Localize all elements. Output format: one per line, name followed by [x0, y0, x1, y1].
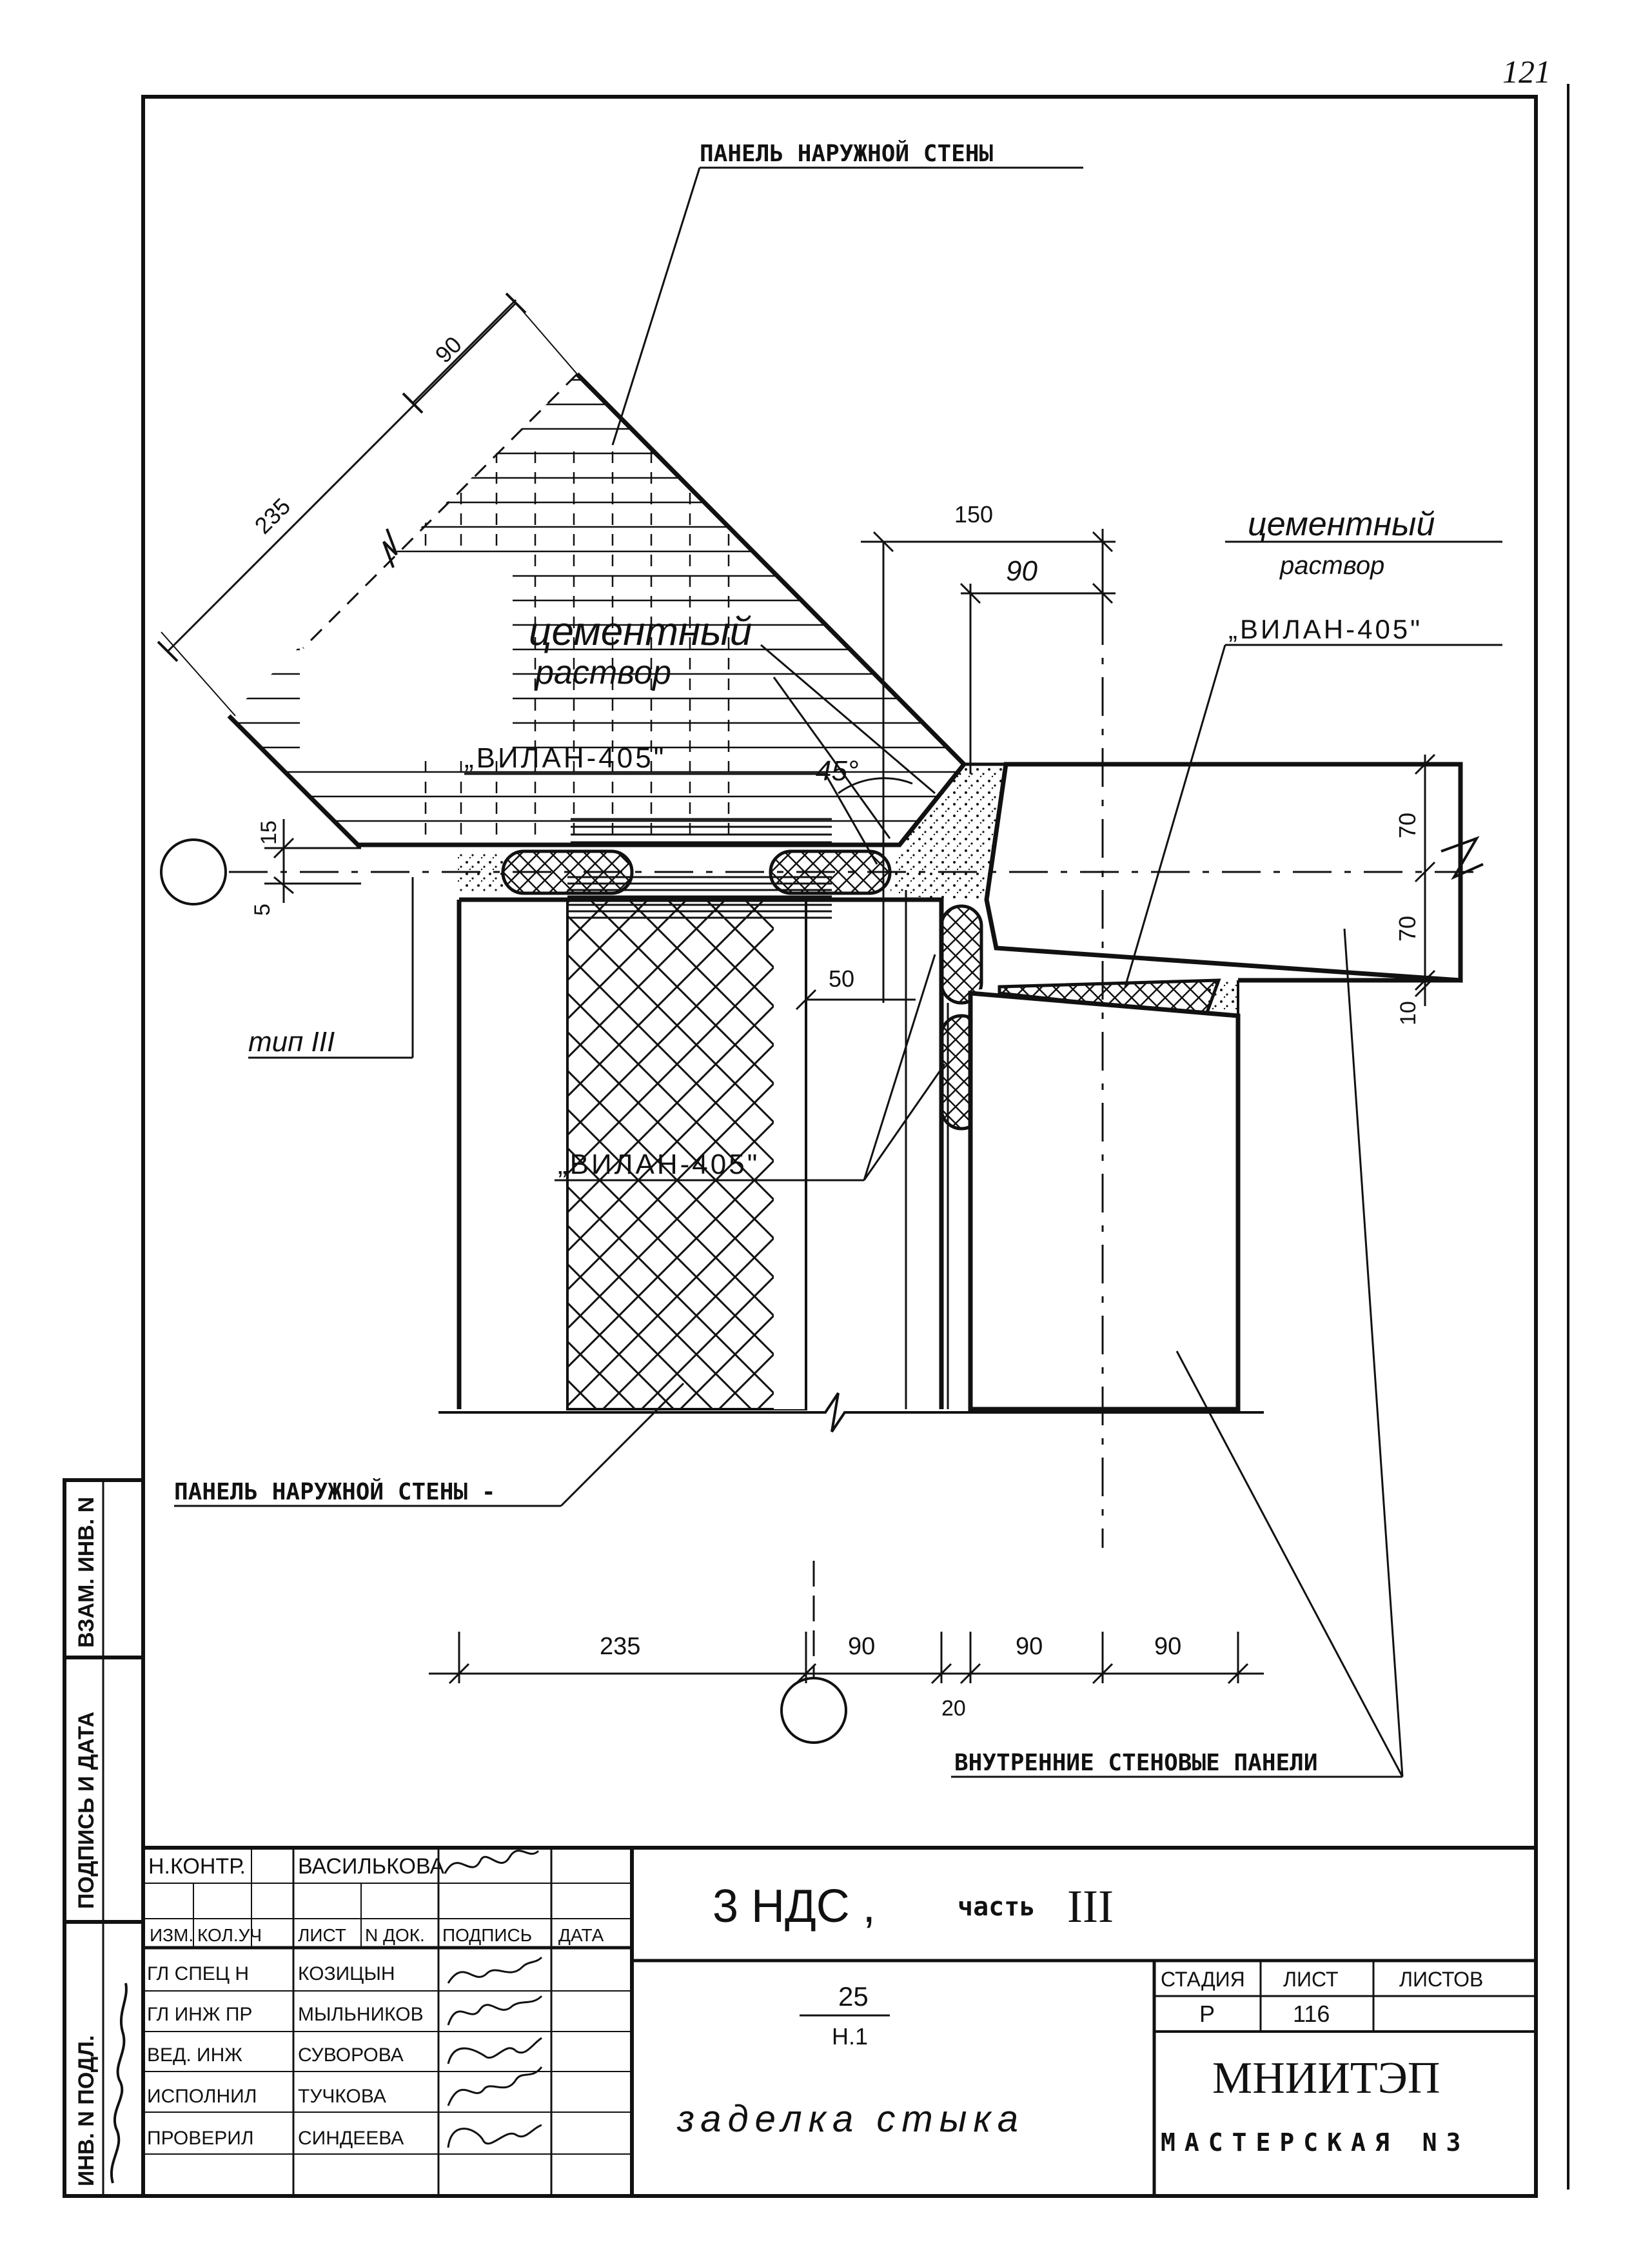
tb-signer-name-5: СИНДЕЕВА	[298, 2128, 404, 2149]
tb-sheet-title: заделка стыка	[676, 2098, 1025, 2140]
dimension-lines	[264, 529, 1436, 1685]
tb-header-list: ЛИСТ	[298, 1925, 346, 1945]
tb-signer-name-4: ТУЧКОВА	[298, 2086, 386, 2107]
dim-bottom-90-c: 90	[1154, 1633, 1181, 1660]
label-vilan-left: „ВИЛАН-405"	[464, 742, 666, 774]
tb-code-bottom: Н.1	[832, 2023, 868, 2050]
frame	[63, 84, 1569, 2198]
bottom-break-line	[438, 1392, 1264, 1433]
label-angle: 45°	[816, 755, 859, 787]
tb-signer-role-1: ГЛ СПЕЦ Н	[147, 1963, 249, 1984]
axis-marker-left	[160, 838, 227, 905]
tb-header-ndok: N ДОК.	[365, 1925, 425, 1945]
tb-project: 3 НДС ,	[713, 1881, 876, 1932]
label-type: тип III	[248, 1026, 335, 1058]
tb-signer-name-2: МЫЛЬНИКОВ	[298, 2004, 424, 2025]
tb-signer-role-4: ИСПОЛНИЛ	[147, 2086, 257, 2107]
title-block: Н.КОНТР. ВАСИЛЬКОВА ИЗМ. КОЛ.УЧ ЛИСТ N Д…	[143, 1846, 1536, 2196]
tb-header-podpis: ПОДПИСЬ	[442, 1925, 532, 1945]
tb-part-num: III	[1067, 1881, 1114, 1932]
tb-nkontr-name: ВАСИЛЬКОВА	[298, 1854, 445, 1879]
axis-marker-bottom	[780, 1677, 847, 1744]
dim-90-diag: 90	[430, 331, 467, 368]
tb-workshop: МАСТЕРСКАЯ N3	[1161, 2128, 1470, 2157]
tb-signer-role-3: ВЕД. ИНЖ	[147, 2044, 242, 2066]
stamp-inv-podl: ИНВ. N ПОДЛ.	[74, 2035, 99, 2186]
outer-panel-bottom	[457, 818, 944, 1410]
dim-150: 150	[954, 501, 993, 528]
dim-bottom-90-b: 90	[1016, 1633, 1043, 1660]
tb-sheet-header: ЛИСТ	[1283, 1968, 1339, 1991]
label-vilan-mid: „ВИЛАН-405"	[558, 1149, 760, 1180]
inner-panels	[968, 762, 1484, 1412]
dim-bottom-20: 20	[941, 1696, 966, 1721]
tb-code-top: 25	[838, 1981, 869, 2012]
label-cement-left-2: раствор	[534, 654, 671, 691]
label-vilan-right: „ВИЛАН-405"	[1228, 614, 1422, 644]
page-number: 121	[1502, 54, 1551, 90]
tb-signer-role-5: ПРОВЕРИЛ	[147, 2128, 254, 2149]
dim-5: 5	[250, 904, 275, 916]
tb-header-data: ДАТА	[558, 1925, 604, 1945]
label-outer-panel-bottom: ПАНЕЛЬ НАРУЖНОЙ СТЕНЫ -	[174, 1478, 496, 1505]
tb-signer-name-3: СУВОРОВА	[298, 2044, 404, 2066]
mortar-wedge	[890, 764, 1006, 900]
dim-15: 15	[257, 820, 281, 845]
tb-signature-nkontr	[444, 1850, 540, 1874]
stamp-vzam-inv: ВЗАМ. ИНВ. N	[74, 1497, 99, 1648]
tb-stage-header: СТАДИЯ	[1161, 1968, 1245, 1991]
dim-90-top: 90	[1006, 555, 1037, 587]
leader-lines	[174, 166, 1502, 1778]
label-inner-panels: ВНУТРЕННИЕ СТЕНОВЫЕ ПАНЕЛИ	[954, 1750, 1318, 1776]
tb-signer-name-1: КОЗИЦЫН	[298, 1963, 395, 1984]
label-outer-panel-top: ПАНЕЛЬ НАРУЖНОЙ СТЕНЫ	[700, 140, 993, 167]
tb-nkontr-role: Н.КОНТР.	[148, 1854, 246, 1879]
tb-sheet: 116	[1293, 2001, 1330, 2027]
joint-drawing: ПАНЕЛЬ НАРУЖНОЙ СТЕНЫ ПАНЕЛЬ НАРУЖНОЙ СТ…	[157, 140, 1502, 1778]
dim-bottom-235: 235	[600, 1633, 640, 1660]
dim-235-diag: 235	[250, 493, 295, 539]
dim-70-a: 70	[1394, 813, 1421, 838]
tb-sheets-header: ЛИСТОВ	[1399, 1968, 1483, 1991]
tb-header-izm: ИЗМ.	[150, 1925, 193, 1945]
dim-70-b: 70	[1394, 916, 1421, 942]
dim-50: 50	[829, 965, 854, 992]
tb-part-label: часть	[958, 1892, 1035, 1922]
stamp-inv-number-signature	[110, 1983, 128, 2184]
label-cement-left-1: цементный	[529, 609, 752, 654]
tb-stage: Р	[1199, 2001, 1215, 2027]
stamp-podpis-data: ПОДПИСЬ И ДАТА	[74, 1712, 99, 1909]
label-cement-right-2: раствор	[1279, 551, 1384, 580]
tb-header-kolu: КОЛ.УЧ	[197, 1925, 262, 1945]
dim-10: 10	[1396, 1001, 1421, 1025]
tb-signatures	[447, 1956, 543, 2148]
tb-signer-role-2: ГЛ ИНЖ ПР	[147, 2004, 252, 2025]
tb-org: МНИИТЭП	[1212, 2053, 1440, 2103]
label-cement-right-1: цементный	[1248, 506, 1435, 543]
dim-bottom-90-a: 90	[848, 1633, 875, 1660]
